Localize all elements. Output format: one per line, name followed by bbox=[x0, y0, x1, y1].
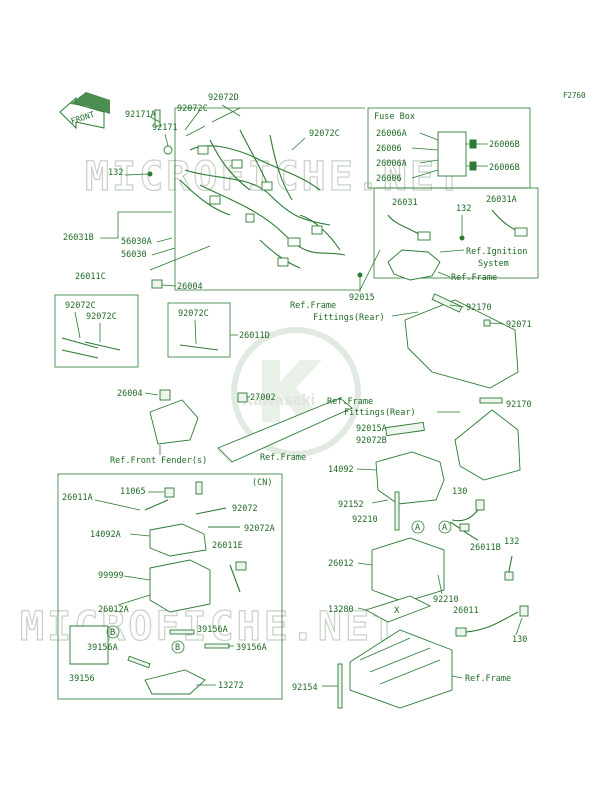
label-26012A: 26012A bbox=[98, 605, 129, 615]
ref-frame-fittings-1a: Ref.Frame bbox=[290, 301, 336, 311]
label-132-b: 132 bbox=[456, 204, 471, 214]
callout-a-2: A bbox=[442, 523, 447, 533]
figure-code: F2760 bbox=[563, 91, 586, 100]
label-92015A: 92015A bbox=[356, 424, 387, 434]
label-92015: 92015 bbox=[349, 293, 375, 303]
fuse-26006-1: 26006 bbox=[376, 144, 402, 154]
label-26031: 26031 bbox=[392, 198, 418, 208]
battery-mat bbox=[364, 595, 432, 623]
label-26004-b: 26004 bbox=[117, 389, 143, 399]
fuse-box-panel: Fuse Box 26006A 26006 26006A 26006 26006… bbox=[367, 107, 531, 189]
label-92210-a: 92210 bbox=[352, 515, 378, 525]
label-130-b: 130 bbox=[512, 635, 527, 645]
main-battery bbox=[371, 537, 445, 603]
label-92072C-d: 92072C bbox=[86, 312, 117, 322]
battery-tray-cn bbox=[144, 669, 206, 695]
ref-frame-fittings-2a: Ref.Frame bbox=[327, 397, 373, 407]
rear-fitting-panel-2 bbox=[454, 409, 521, 481]
label-92072C-e: 92072C bbox=[178, 309, 209, 319]
cable-group-26011D bbox=[167, 302, 231, 358]
label-26031A: 26031A bbox=[486, 195, 517, 205]
callout-b-2: B bbox=[175, 643, 180, 653]
label-132-a: 132 bbox=[108, 168, 123, 178]
label-56030: 56030 bbox=[121, 250, 147, 260]
label-39156A-a: 39156A bbox=[197, 625, 228, 635]
label-92152: 92152 bbox=[338, 500, 364, 510]
label-92072A: 92072A bbox=[244, 524, 275, 534]
fuse-26006A-2: 26006A bbox=[376, 159, 407, 169]
ref-frame-a: Ref.Frame bbox=[451, 273, 497, 283]
label-92072C-b: 92072C bbox=[309, 129, 340, 139]
label-26011C: 26011C bbox=[75, 272, 106, 282]
mat-mark-icon: X bbox=[394, 606, 400, 616]
cn-battery bbox=[149, 559, 211, 613]
label-11065: 11065 bbox=[120, 487, 146, 497]
label-26011B: 26011B bbox=[470, 543, 501, 553]
fuse-box-title: Fuse Box bbox=[374, 112, 415, 122]
label-92170-a: 92170 bbox=[466, 303, 492, 313]
watermark-top: MICROFICHE.NET bbox=[85, 154, 464, 200]
label-13272: 13272 bbox=[218, 681, 244, 691]
label-26012: 26012 bbox=[328, 559, 354, 569]
cn-battery-sheet bbox=[69, 625, 109, 665]
label-130-a: 130 bbox=[452, 487, 467, 497]
ref-frame-b: Ref.Frame bbox=[260, 453, 306, 463]
frame-bar bbox=[217, 397, 353, 463]
battery-cover bbox=[375, 451, 445, 505]
kawasaki-logo: Kawasaki bbox=[231, 327, 361, 457]
cable-group-26011C bbox=[54, 294, 139, 368]
cn-variant-box bbox=[57, 473, 283, 700]
label-92171A: 92171A bbox=[125, 110, 156, 120]
label-27002: 27002 bbox=[250, 393, 276, 403]
label-92071: 92071 bbox=[506, 320, 532, 330]
label-92072C-c: 92072C bbox=[65, 301, 96, 311]
ref-frame-fittings-1b: Fittings(Rear) bbox=[313, 313, 385, 323]
cn-label: (CN) bbox=[252, 478, 272, 488]
label-56030A: 56030A bbox=[121, 237, 152, 247]
label-92154: 92154 bbox=[292, 683, 318, 693]
label-26011: 26011 bbox=[453, 606, 479, 616]
callout-a-1: A bbox=[415, 523, 420, 533]
cn-battery-cover bbox=[149, 523, 207, 557]
label-92072B: 92072B bbox=[356, 436, 387, 446]
fuse-26006B-2: 26006B bbox=[489, 163, 520, 173]
label-14092A: 14092A bbox=[90, 530, 121, 540]
label-26011D: 26011D bbox=[239, 331, 270, 341]
label-92210-b: 92210 bbox=[433, 595, 459, 605]
fuse-26006B-1: 26006B bbox=[489, 140, 520, 150]
ref-frame-fittings-2b: Fittings(Rear) bbox=[344, 408, 416, 418]
label-13280: 13280 bbox=[328, 605, 354, 615]
label-26004-a: 26004 bbox=[177, 282, 203, 292]
label-26031B: 26031B bbox=[63, 233, 94, 243]
logo-text: Kawasaki bbox=[242, 392, 315, 409]
ref-frame-c: Ref.Frame bbox=[465, 674, 511, 684]
label-132-c: 132 bbox=[504, 537, 519, 547]
label-26011E: 26011E bbox=[212, 541, 243, 551]
label-39156A-b: 39156A bbox=[87, 643, 118, 653]
harness-outline bbox=[174, 108, 381, 291]
label-92171: 92171 bbox=[152, 123, 178, 133]
ref-ignition-1: Ref.Ignition bbox=[466, 247, 527, 257]
label-99999: 99999 bbox=[98, 571, 124, 581]
label-92072: 92072 bbox=[232, 504, 258, 514]
label-39156: 39156 bbox=[69, 674, 95, 684]
ref-ignition-2: System bbox=[478, 259, 509, 269]
rear-fitting-panel bbox=[404, 299, 519, 389]
label-26011A: 26011A bbox=[62, 493, 93, 503]
label-92072C-a: 92072C bbox=[177, 104, 208, 114]
ignition-group-frame bbox=[373, 187, 539, 279]
front-fender-bracket bbox=[149, 399, 199, 445]
front-arrow-icon: FRONT bbox=[59, 92, 110, 130]
label-14092: 14092 bbox=[328, 465, 354, 475]
ref-front-fender: Ref.Front Fender(s) bbox=[110, 456, 207, 466]
label-92072D: 92072D bbox=[208, 93, 239, 103]
fuse-26006A-1: 26006A bbox=[376, 129, 407, 139]
wire-harness bbox=[179, 107, 346, 269]
label-39156A-c: 39156A bbox=[236, 643, 267, 653]
label-92170-b: 92170 bbox=[506, 400, 532, 410]
callout-b-1: B bbox=[110, 628, 115, 638]
fuse-26006-2: 26006 bbox=[376, 174, 402, 184]
